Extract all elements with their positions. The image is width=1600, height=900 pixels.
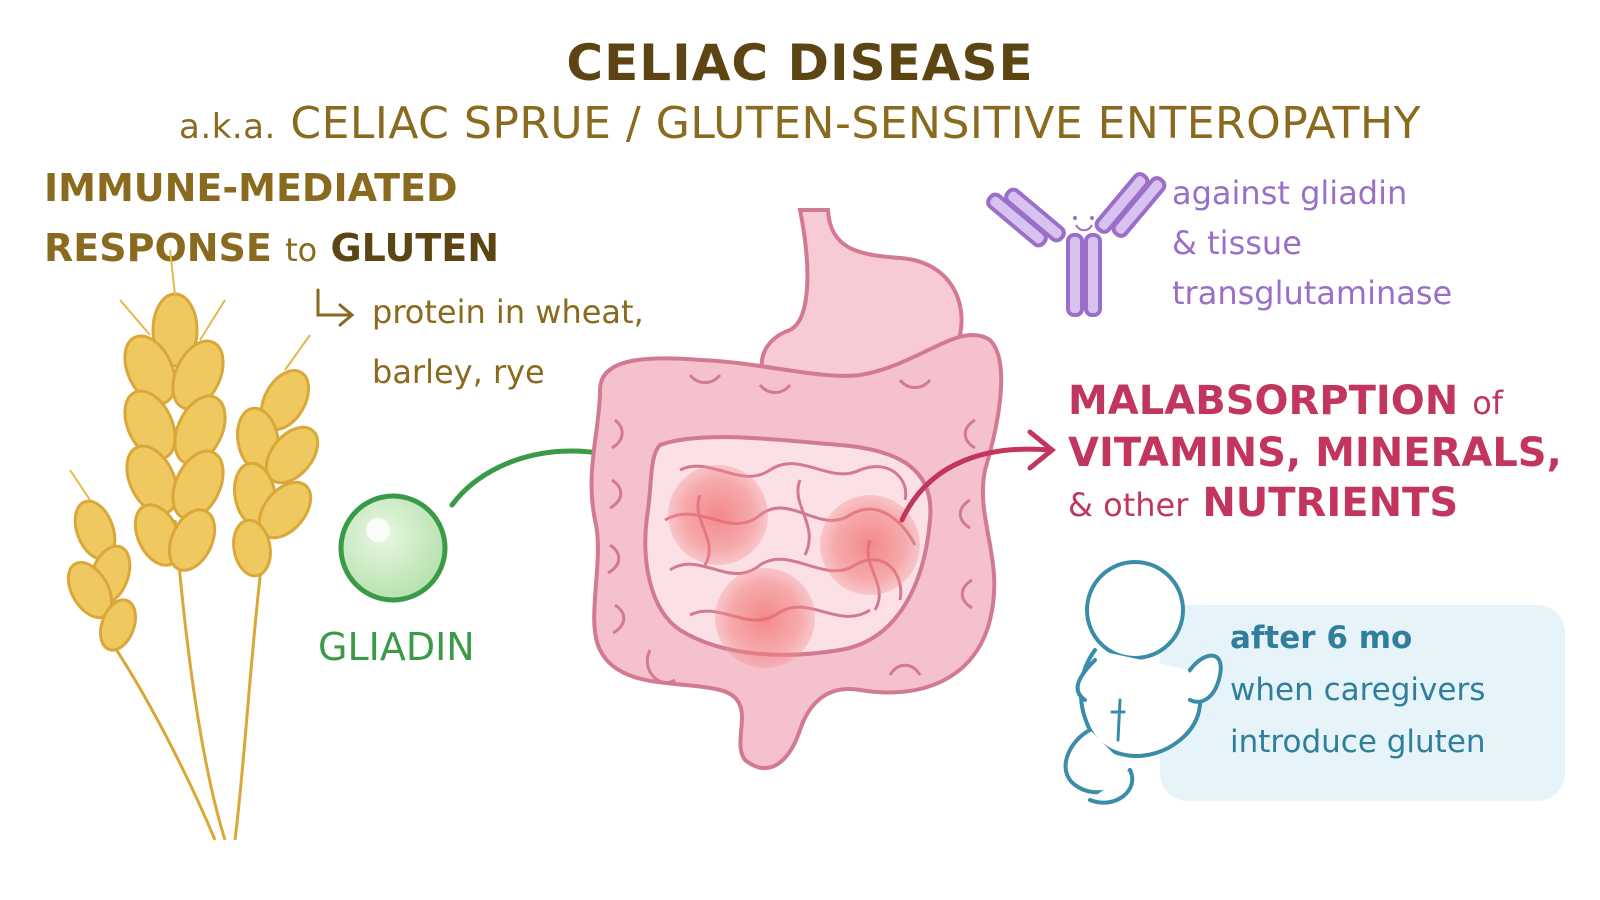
gluten-note: protein in wheat, barley, rye <box>372 282 644 402</box>
antibody-line-2: & tissue <box>1172 224 1302 262</box>
antibody-icon <box>986 172 1167 317</box>
malabsorption-nutrients: NUTRIENTS <box>1202 480 1459 526</box>
gliadin-molecule-icon <box>338 493 448 603</box>
definition-line-2: RESPONSE to GLUTEN <box>44 218 499 280</box>
gliadin-label: GLIADIN <box>318 625 475 669</box>
antibody-line-3: transglutaminase <box>1172 274 1453 312</box>
malabsorption-text: MALABSORPTION of VITAMINS, MINERALS, & o… <box>1068 376 1562 530</box>
onset-line-2: when caregivers <box>1230 672 1486 708</box>
malabsorption-line-2: VITAMINS, MINERALS, <box>1068 430 1562 476</box>
inflammation-spot <box>668 465 768 565</box>
inflammation-spot <box>820 495 920 595</box>
malabsorption-of: of <box>1472 384 1504 422</box>
definition-line-1: IMMUNE-MEDIATED <box>44 166 458 210</box>
gluten-note-line-2: barley, rye <box>372 353 545 391</box>
malabsorption-other: & other <box>1068 486 1189 524</box>
page-subtitle: a.k.a. CELIAC SPRUE / GLUTEN-SENSITIVE E… <box>0 98 1600 149</box>
definition-block: IMMUNE-MEDIATED RESPONSE to GLUTEN <box>44 158 499 280</box>
malabsorption-line-1: MALABSORPTION of <box>1068 376 1562 428</box>
onset-info-box <box>1160 605 1565 801</box>
inflammation-spot <box>715 568 815 668</box>
intestine-icon <box>589 208 1004 771</box>
definition-response: RESPONSE <box>44 226 272 270</box>
aka-label: a.k.a. <box>179 107 276 147</box>
hook-arrow-icon <box>316 288 355 327</box>
antibody-line-1: against gliadin <box>1172 174 1408 212</box>
wheat-icon <box>66 249 320 841</box>
definition-to: to <box>285 231 318 269</box>
malabsorption-line-3: & other NUTRIENTS <box>1068 478 1562 530</box>
malabsorption-word: MALABSORPTION <box>1068 378 1459 424</box>
onset-text: after 6 mo when caregivers introduce glu… <box>1230 612 1486 768</box>
baby-icon <box>1063 560 1223 805</box>
definition-gluten: GLUTEN <box>330 226 500 270</box>
gluten-note-line-1: protein in wheat, <box>372 293 644 331</box>
malabsorption-arrow-icon <box>899 429 1056 523</box>
antibody-text: against gliadin & tissue transglutaminas… <box>1172 168 1452 318</box>
alternate-names: CELIAC SPRUE / GLUTEN-SENSITIVE ENTEROPA… <box>290 98 1421 149</box>
page-title: CELIAC DISEASE <box>566 34 1034 92</box>
onset-line-3: introduce gluten <box>1230 724 1486 760</box>
onset-line-1: after 6 mo <box>1230 620 1413 656</box>
inflammation-spots <box>668 465 920 668</box>
